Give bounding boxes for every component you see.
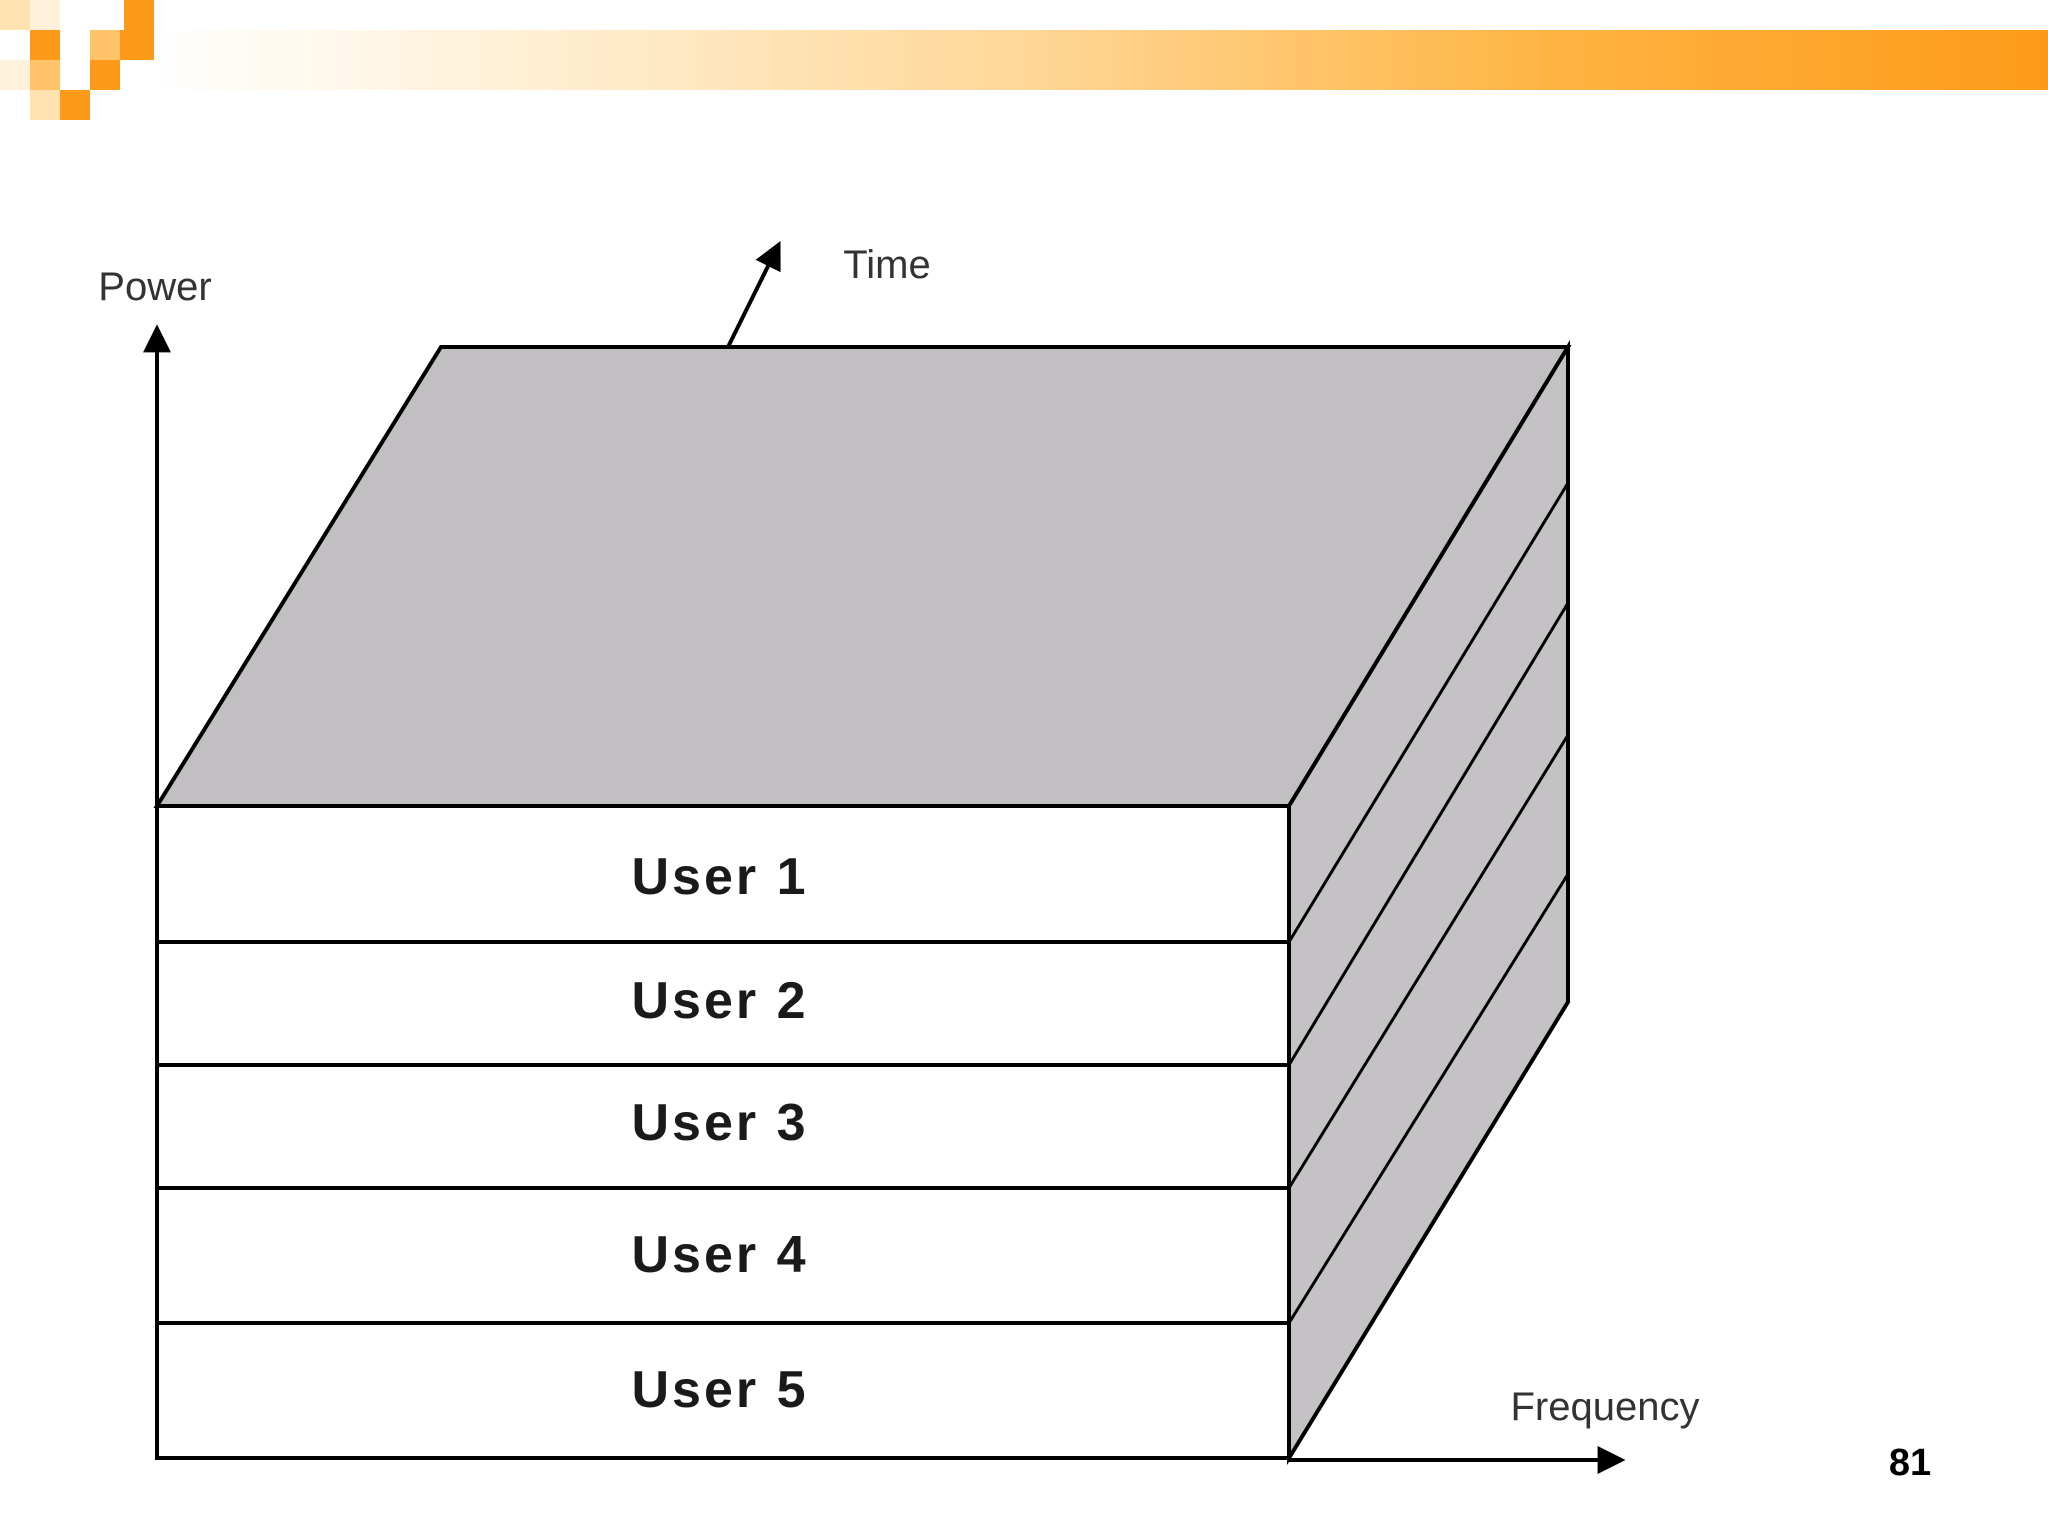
header-square	[30, 30, 60, 60]
time-axis-label: Time	[843, 243, 930, 287]
side-slice-line	[1287, 602, 1570, 1066]
user-band-rect	[155, 1186, 1291, 1325]
header-square	[90, 60, 120, 90]
side-slice-line	[1287, 734, 1570, 1189]
user-band-label: User 4	[632, 1226, 809, 1284]
user-band: User 5	[155, 1321, 1291, 1460]
user-band: User 4	[155, 1186, 1291, 1325]
user-band-label: User 1	[632, 848, 809, 906]
header-gradient-bar	[150, 30, 2048, 90]
side-slice-line	[1287, 873, 1570, 1324]
header-square	[90, 30, 120, 60]
user-band: User 3	[155, 1063, 1291, 1190]
header-square	[60, 90, 90, 120]
header-decoration	[0, 0, 2048, 120]
page-number: 81	[1888, 1442, 1932, 1484]
user-band-label: User 2	[632, 972, 809, 1030]
user-band-label: User 5	[632, 1361, 809, 1419]
header-square	[124, 0, 154, 30]
user-band-rect	[155, 940, 1291, 1067]
header-square	[30, 0, 60, 30]
header-square	[0, 0, 30, 30]
user-band-rect	[155, 1321, 1291, 1460]
header-square	[120, 30, 154, 60]
user-band: User 2	[155, 940, 1291, 1067]
user-band-label: User 3	[632, 1094, 809, 1152]
frequency-axis-label: Frequency	[1511, 1385, 1700, 1429]
user-band-rect	[155, 804, 1291, 944]
side-slice-line	[1287, 482, 1570, 943]
time-axis	[726, 240, 781, 348]
header-square	[30, 90, 60, 120]
user-band: User 1	[155, 804, 1291, 944]
power-axis-label: Power	[98, 265, 211, 309]
header-square	[0, 60, 30, 90]
header-square	[30, 60, 60, 90]
